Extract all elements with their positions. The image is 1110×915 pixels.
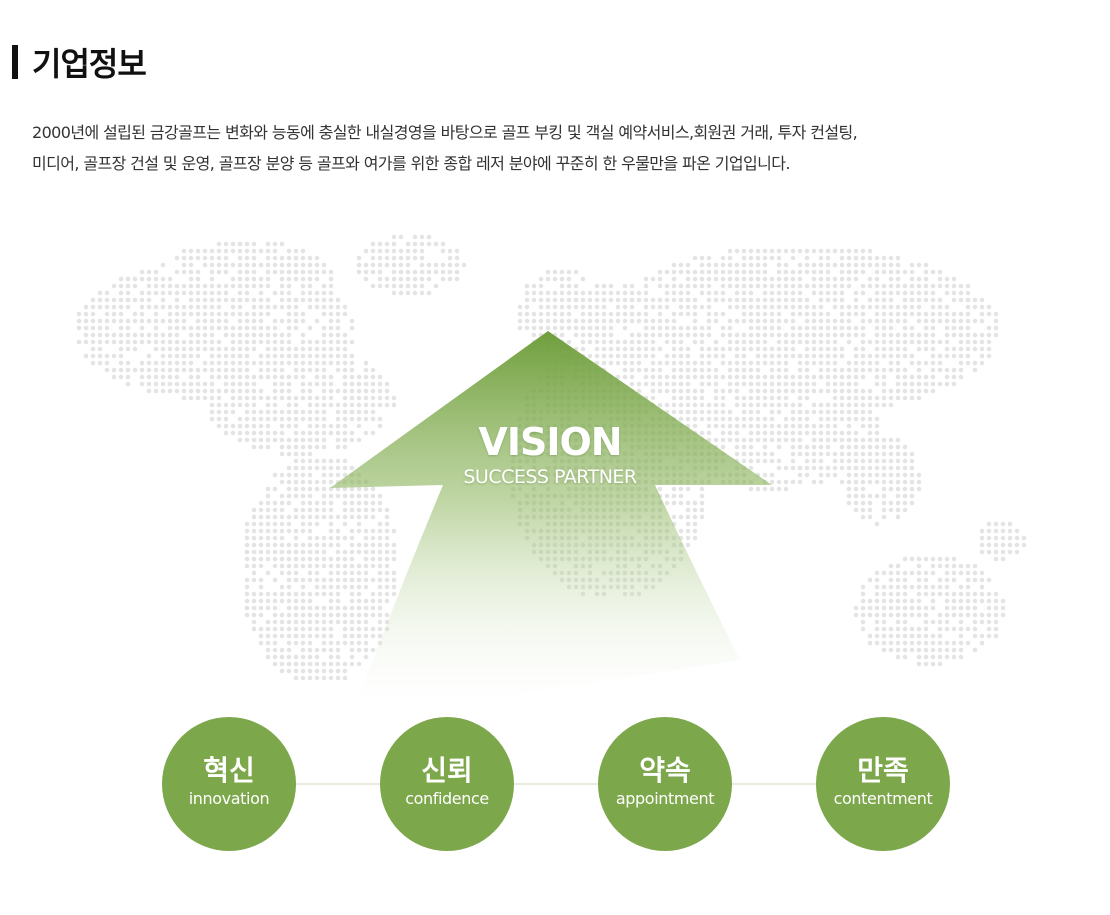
title-bar	[12, 45, 18, 79]
value-korean-label: 만족	[857, 754, 909, 787]
value-circle-confidence: 신뢰 confidence	[380, 717, 514, 851]
section-title: 기업정보	[12, 40, 147, 84]
vision-arrow-icon	[330, 331, 772, 720]
intro-paragraph: 2000년에 설립된 금강골프는 변화와 능동에 충실한 내실경영을 바탕으로 …	[32, 117, 1092, 179]
intro-line: 미디어, 골프장 건설 및 운영, 골프장 분양 등 골프와 여가를 위한 종합…	[32, 154, 790, 173]
vision-subtitle: SUCCESS PARTNER	[463, 466, 637, 488]
intro-line: 2000년에 설립된 금강골프는 변화와 능동에 충실한 내실경영을 바탕으로 …	[32, 123, 858, 142]
value-korean-label: 신뢰	[421, 754, 473, 787]
vision-title: VISION	[478, 420, 622, 464]
values-connector-line	[230, 783, 885, 785]
value-circle-appointment: 약속 appointment	[598, 717, 732, 851]
value-english-label: innovation	[188, 789, 270, 808]
value-circle-innovation: 혁신 innovation	[162, 717, 296, 851]
value-english-label: confidence	[405, 789, 489, 808]
value-korean-label: 혁신	[203, 754, 255, 787]
value-english-label: appointment	[615, 789, 715, 808]
value-english-label: contentment	[833, 789, 933, 808]
value-korean-label: 약속	[639, 754, 691, 787]
value-circle-contentment: 만족 contentment	[816, 717, 950, 851]
page-title: 기업정보	[32, 45, 147, 83]
